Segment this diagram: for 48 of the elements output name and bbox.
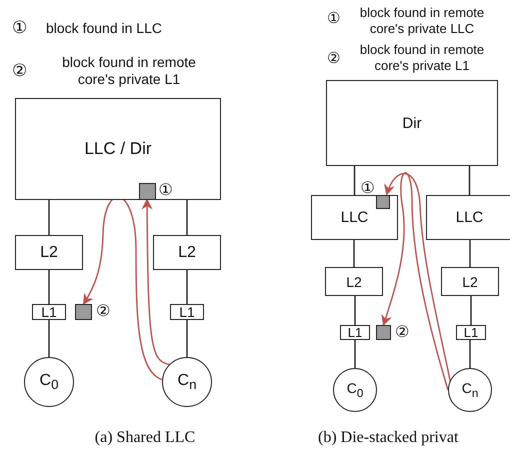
- callout-number: ②: [96, 303, 110, 321]
- callout-number: ①: [360, 180, 374, 198]
- cache-block: [376, 325, 391, 340]
- legend-note: block found in LLC: [46, 20, 163, 37]
- connector-line: [470, 296, 472, 325]
- connector-line: [186, 270, 188, 304]
- callout-number: ②: [395, 324, 409, 342]
- cache-box: L2: [325, 267, 383, 296]
- legend-note: block found in remote core's private L1: [61, 54, 197, 88]
- cache-box: L2: [441, 267, 499, 296]
- connector-line: [469, 240, 471, 267]
- connector-line: [186, 200, 188, 235]
- connector-line: [469, 340, 471, 368]
- callout-number: ②: [12, 61, 28, 82]
- legend-note: block found in remote core's private LLC: [358, 5, 486, 36]
- connector-line: [186, 320, 188, 357]
- callout-number: ①: [327, 10, 341, 28]
- cache-box: L2: [15, 235, 83, 270]
- cache-box: L2: [153, 235, 221, 270]
- callout-number: ①: [158, 182, 172, 200]
- core-circle: C$_{n}$: [162, 357, 212, 407]
- core-circle: C$_{n}$: [448, 368, 492, 412]
- figure-caption: (b) Die-stacked privat: [318, 428, 460, 448]
- cache-block: [376, 194, 390, 208]
- core-circle: C$_{0}$: [24, 357, 74, 407]
- cache-block: [138, 182, 156, 200]
- cache-box: L1: [340, 325, 370, 340]
- connector-line: [468, 166, 470, 195]
- connector-line: [353, 240, 355, 267]
- cache-box: LLC: [426, 195, 510, 240]
- cache-box: Dir: [326, 80, 498, 166]
- request-arrow: [142, 198, 170, 365]
- cache-box: LLC: [311, 195, 398, 240]
- legend-note: block found in remote core's private L1: [358, 42, 486, 74]
- connector-line: [354, 296, 356, 325]
- core-circle: C$_{0}$: [333, 368, 377, 412]
- cache-block: [75, 304, 92, 320]
- cache-box: L1: [170, 304, 204, 320]
- callout-number: ①: [12, 18, 28, 38]
- callout-number: ②: [327, 50, 341, 68]
- connector-line: [48, 270, 50, 304]
- connector-line: [354, 166, 356, 195]
- connector-line: [48, 200, 50, 235]
- connector-line: [354, 340, 356, 368]
- cache-box: L1: [456, 325, 486, 340]
- cache-box: L1: [32, 304, 66, 320]
- figure-caption: (a) Shared LLC: [94, 428, 196, 448]
- connector-line: [48, 320, 50, 357]
